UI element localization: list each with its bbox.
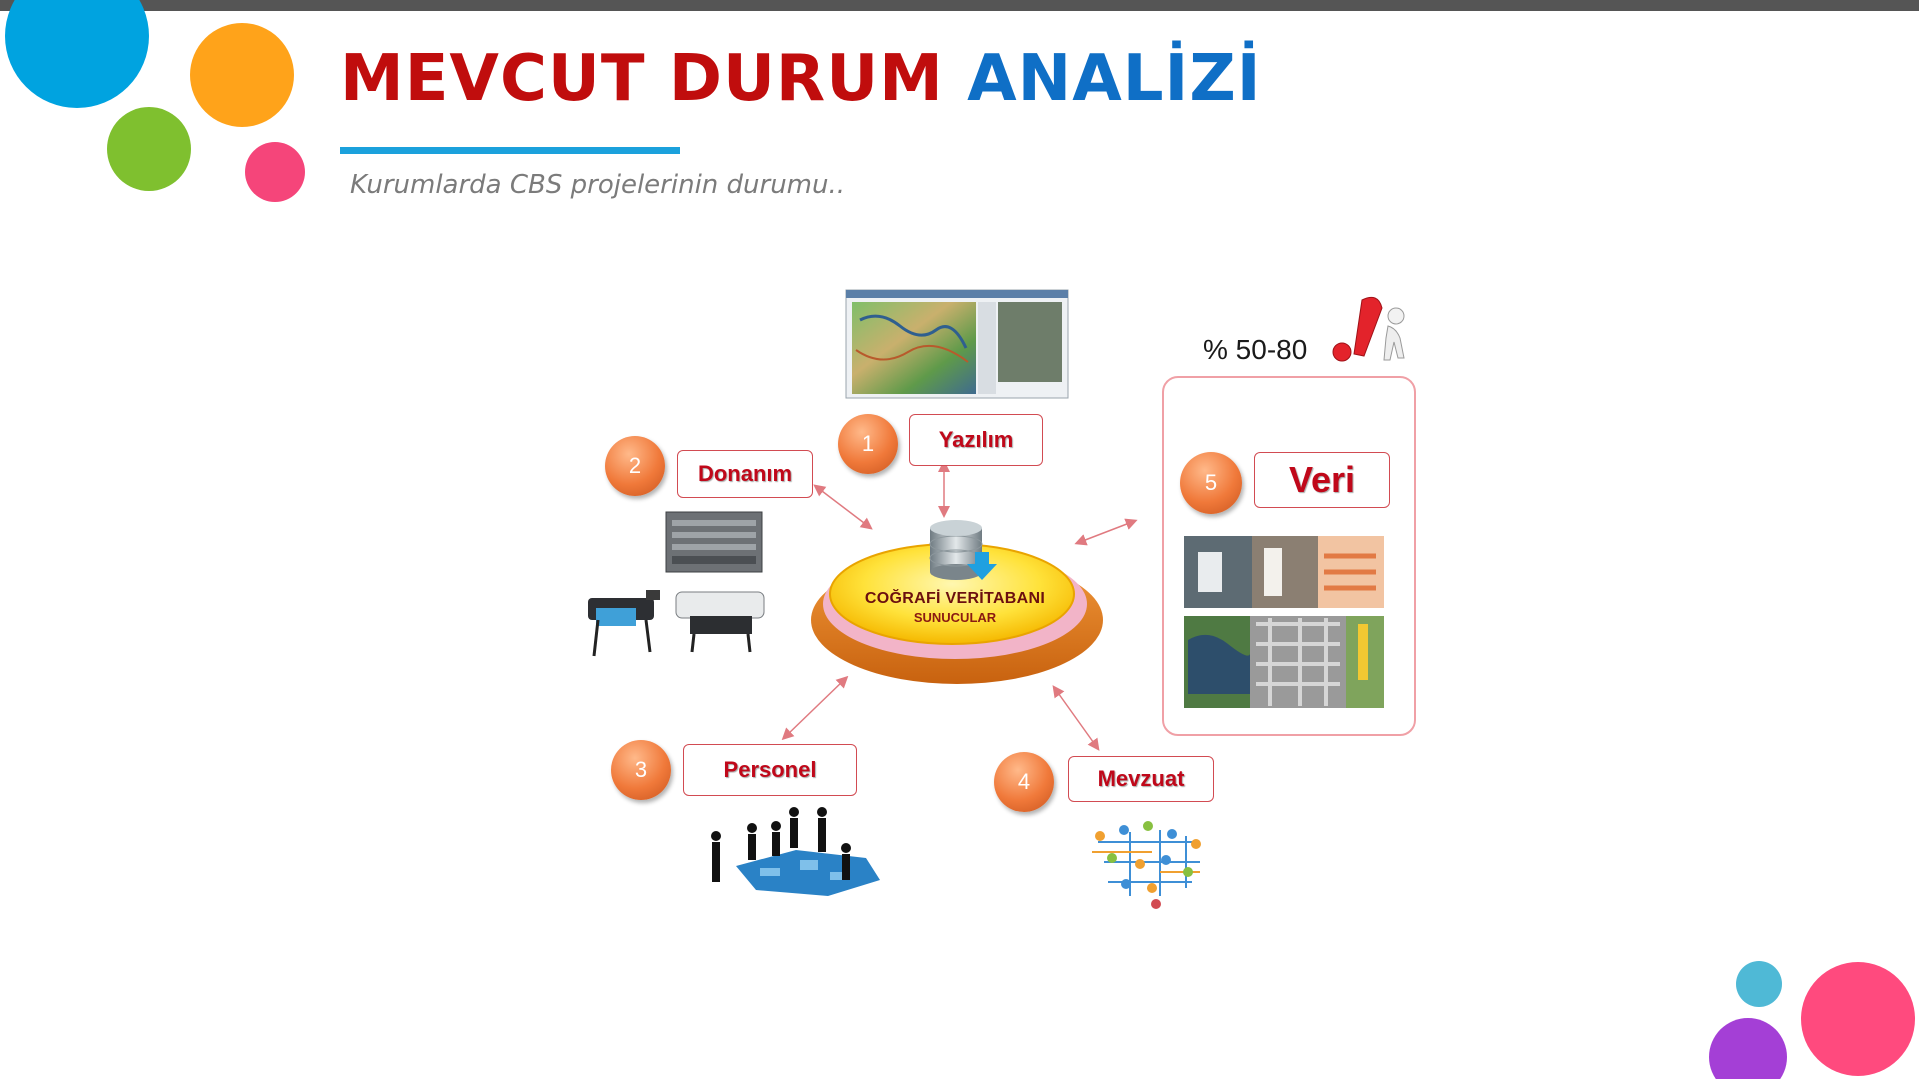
- arrow-personel: [781, 675, 849, 741]
- server-and-plotters: [588, 511, 765, 657]
- veri-panel: [1162, 376, 1416, 736]
- arrow-veri: [1074, 518, 1138, 546]
- plotter-right: [675, 591, 765, 653]
- plotter-left: [588, 590, 660, 657]
- number-badge-5: 5: [1180, 452, 1242, 514]
- arrow-donanim: [813, 484, 873, 530]
- org-network-people: [1092, 821, 1201, 909]
- number-badge-2: 2: [605, 436, 665, 496]
- central-database: [811, 520, 1103, 684]
- center-subtitle: SUNUCULAR: [913, 610, 997, 625]
- connector-arrows: [781, 460, 1138, 751]
- download-arrow-icon: [967, 552, 997, 580]
- deco-circle-green: [107, 107, 191, 191]
- deco-circle-pink-large: [1801, 962, 1915, 1076]
- deco-circle-teal: [1736, 961, 1782, 1007]
- label-donanim: Donanım: [677, 450, 813, 498]
- title-part-blue: ANALİZİ: [967, 42, 1262, 116]
- gis-software-screenshot: [845, 289, 1069, 399]
- label-mevzuat: Mevzuat: [1068, 756, 1214, 802]
- veri-share-text: % 50-80: [1203, 334, 1308, 365]
- label-veri: Veri: [1254, 452, 1390, 508]
- number-badge-1: 1: [838, 414, 898, 474]
- label-personel: Personel: [683, 744, 857, 796]
- title-part-red: MEVCUT DURUM: [340, 42, 944, 116]
- people-puzzle: [711, 807, 880, 896]
- page-title: MEVCUT DURUM ANALİZİ: [340, 44, 1262, 114]
- deco-circle-orange: [190, 23, 294, 127]
- database-server-icon: [929, 520, 997, 580]
- top-bar: [0, 0, 1919, 11]
- deco-circle-pink: [245, 142, 305, 202]
- title-underline: [340, 147, 680, 154]
- page-subtitle: Kurumlarda CBS projelerinin durumu..: [350, 170, 846, 200]
- number-badge-3: 3: [611, 740, 671, 800]
- center-title: COĞRAFİ VERİTABANI: [864, 590, 1046, 607]
- number-badge-4: 4: [994, 752, 1054, 812]
- data-collection-photos: [1184, 536, 1384, 708]
- label-yazilim: Yazılım: [909, 414, 1043, 466]
- deco-circle-purple: [1709, 1018, 1787, 1079]
- exclamation-figure-icon: [1332, 296, 1405, 362]
- arrow-mevzuat: [1052, 685, 1100, 751]
- center-label: COĞRAFİ VERİTABANI SUNUCULAR: [820, 590, 1090, 625]
